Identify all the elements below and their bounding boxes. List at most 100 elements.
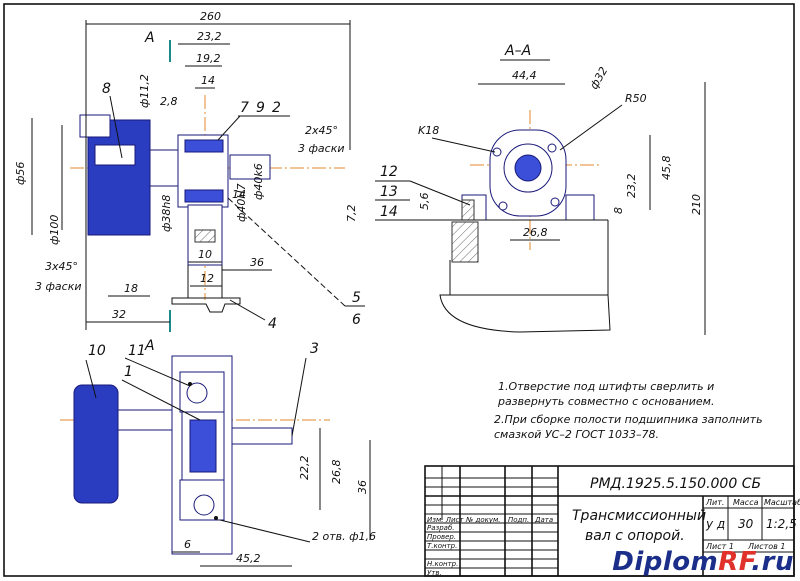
shaft-top xyxy=(231,427,293,445)
row-nkontr: Н.контр. xyxy=(427,560,458,568)
bearing-upper xyxy=(184,139,224,153)
part-6: 6 xyxy=(352,312,361,328)
row-sign: Подп. xyxy=(508,516,529,524)
dim-14b: 14 xyxy=(232,188,246,201)
dim-7-2: 7,2 xyxy=(345,205,358,223)
note-1a: 1.Отверстие под штифты сверлить и xyxy=(498,380,714,393)
dim-22-2-b: 22,2 xyxy=(298,456,311,481)
dim-r50: R50 xyxy=(625,92,647,105)
drawing-name-1: Трансмиссионный xyxy=(572,508,706,524)
section-view: А–А 44,4 ф32 R50 K18 45,8 210 23,2 8 26,… xyxy=(345,43,706,335)
section-mark-bottom: А xyxy=(144,338,155,354)
dim-d40h7: ф40H7 xyxy=(235,183,248,222)
dim-260: 260 xyxy=(200,10,221,23)
dim-32: 32 xyxy=(112,308,126,321)
part-11: 11 xyxy=(128,343,146,359)
bolt-lower xyxy=(193,494,215,516)
dim-210: 210 xyxy=(690,194,703,215)
dim-6-b: 6 xyxy=(184,538,191,551)
dim-d100: ф100 xyxy=(48,215,61,245)
chamfer-right-note: 3 фаски xyxy=(298,142,344,155)
lit-value: у д xyxy=(705,517,725,531)
pulley-top xyxy=(73,384,119,504)
part-8: 8 xyxy=(102,81,111,97)
part-4: 4 xyxy=(268,316,277,332)
dim-10: 10 xyxy=(198,248,212,261)
part-9: 9 xyxy=(256,100,265,116)
base-plate xyxy=(439,294,611,333)
part-13: 13 xyxy=(380,184,398,200)
shaft-section xyxy=(514,154,542,182)
shaft-segment xyxy=(149,149,181,187)
dim-23-2-r: 23,2 xyxy=(625,174,638,199)
shaft-end xyxy=(229,154,271,180)
bolt-upper xyxy=(186,382,208,404)
technical-notes: 1.Отверстие под штифты сверлить и развер… xyxy=(494,380,763,441)
part-3: 3 xyxy=(310,341,319,357)
section-mark-top: А xyxy=(144,30,155,46)
dim-19-2: 19,2 xyxy=(196,52,221,65)
holes-note: 2 отв. ф1,6 xyxy=(312,530,376,543)
row-date: Дата xyxy=(534,516,553,524)
row-izm: Изм. Лист xyxy=(427,516,464,524)
chamfer-left: 3x45° xyxy=(45,260,78,273)
dim-36: 36 xyxy=(250,256,264,269)
scale-value: 1:2,5 xyxy=(766,517,797,531)
watermark: DiplomRF.ru xyxy=(612,547,794,577)
note-2a: 2.При сборке полости подшипника заполнит… xyxy=(494,413,763,426)
drawing-code: РМД.1925.5.150.000 СБ xyxy=(590,476,761,492)
sheets-total: Листов 1 xyxy=(747,542,786,551)
chamfer-right: 2x45° xyxy=(305,124,338,137)
row-tkontr: Т.контр. xyxy=(427,542,457,550)
dim-2-8: 2,8 xyxy=(160,95,178,108)
dim-d38h8: ф38h8 xyxy=(160,195,173,232)
part-2: 2 xyxy=(272,100,281,116)
part-10: 10 xyxy=(88,343,106,359)
part-1: 1 xyxy=(124,364,133,380)
row-doc: № докум. xyxy=(465,516,501,524)
base-foot xyxy=(171,297,241,313)
drawing-name-2: вал с опорой. xyxy=(585,528,685,544)
dim-45-2: 45,2 xyxy=(236,552,261,565)
pulley-key xyxy=(94,144,136,166)
dim-k18: K18 xyxy=(418,124,439,137)
dim-5-6: 5,6 xyxy=(418,193,431,211)
pulley-hub xyxy=(79,114,111,138)
part-7: 7 xyxy=(240,100,249,116)
dim-26-8-b: 26,8 xyxy=(330,460,343,485)
mass-value: 30 xyxy=(738,517,754,531)
part-14: 14 xyxy=(380,204,398,220)
part-12: 12 xyxy=(380,164,398,180)
row-prover: Провер. xyxy=(427,533,456,541)
dim-d40k6: ф40k6 xyxy=(252,163,265,200)
note-1b: развернуть совместно с основанием. xyxy=(497,395,714,408)
top-view: 10 11 1 3 22,2 26,8 36 6 45,2 2 отв. ф1,… xyxy=(60,341,376,567)
header-lit: Лит. xyxy=(705,498,724,507)
dim-12: 12 xyxy=(200,272,214,285)
dim-14: 14 xyxy=(201,74,215,87)
header-scale: Масштаб xyxy=(764,498,800,507)
dim-44-4: 44,4 xyxy=(512,69,537,82)
row-razrab: Разраб. xyxy=(427,524,455,532)
dim-d11-2: ф11,2 xyxy=(138,74,151,108)
bracket-right xyxy=(565,194,595,221)
dim-23-2: 23,2 xyxy=(197,30,222,43)
front-view: А А 260 23,2 19,2 14 2,8 ф11,2 ф56 ф100 … xyxy=(14,10,365,354)
dim-d32: ф32 xyxy=(587,65,610,92)
bearing-lower xyxy=(184,189,224,203)
chamfer-left-note: 3 фаски xyxy=(35,280,81,293)
dim-d56: ф56 xyxy=(14,162,27,185)
sheet-num: Лист 1 xyxy=(705,542,734,551)
dim-18: 18 xyxy=(124,282,138,295)
part-5: 5 xyxy=(352,290,361,306)
row-utv: Утв. xyxy=(427,569,442,577)
sheet-frame xyxy=(3,3,795,577)
note-2b: смазкой УС–2 ГОСТ 1033–78. xyxy=(494,428,659,441)
dim-26-8-r: 26,8 xyxy=(523,226,548,239)
stem-hatch xyxy=(194,229,216,243)
section-title: А–А xyxy=(504,43,531,59)
dim-36-b: 36 xyxy=(356,480,369,494)
header-mass: Масса xyxy=(733,498,759,507)
